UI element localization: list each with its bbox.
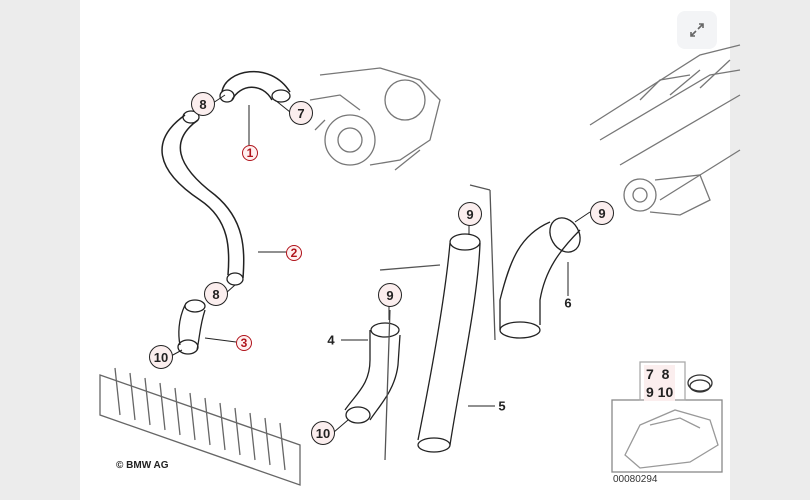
callout-9[interactable]: 9	[378, 283, 402, 307]
hose-clamp-icon	[687, 374, 713, 393]
turbocharger-drawing	[309, 67, 441, 171]
callout-9[interactable]: 9	[458, 202, 482, 226]
callout-3[interactable]: 3	[236, 335, 252, 351]
hose-6	[499, 221, 581, 330]
image-viewer	[80, 0, 730, 500]
callout-10[interactable]: 10	[311, 421, 335, 445]
hose-5	[417, 242, 481, 446]
callout-4[interactable]: 4	[327, 332, 335, 348]
hose-2	[161, 114, 245, 279]
inset-part-numbers: 7 8 9 10	[644, 365, 676, 401]
intake-manifold-drawing	[589, 44, 741, 216]
callout-10[interactable]: 10	[149, 345, 173, 369]
diagram-code: 00080294	[613, 474, 658, 485]
copyright-text: © BMW AG	[116, 460, 169, 471]
inset-box	[611, 399, 723, 473]
expand-button[interactable]	[677, 11, 717, 49]
callout-9[interactable]: 9	[590, 201, 614, 225]
hose-4	[344, 330, 401, 421]
expand-arrows-icon	[690, 23, 704, 37]
inset-row-2: 9 10	[646, 384, 674, 400]
callout-6[interactable]: 6	[564, 295, 572, 311]
callout-8[interactable]: 8	[204, 282, 228, 306]
callout-2[interactable]: 2	[286, 245, 302, 261]
hose-1	[221, 70, 291, 101]
callout-7[interactable]: 7	[289, 101, 313, 125]
callout-8[interactable]: 8	[191, 92, 215, 116]
car-silhouette	[624, 409, 719, 469]
callout-1[interactable]: 1	[242, 145, 258, 161]
intercooler-drawing	[99, 367, 301, 486]
callout-5[interactable]: 5	[498, 398, 506, 414]
inset-row-1: 7 8	[646, 366, 670, 382]
